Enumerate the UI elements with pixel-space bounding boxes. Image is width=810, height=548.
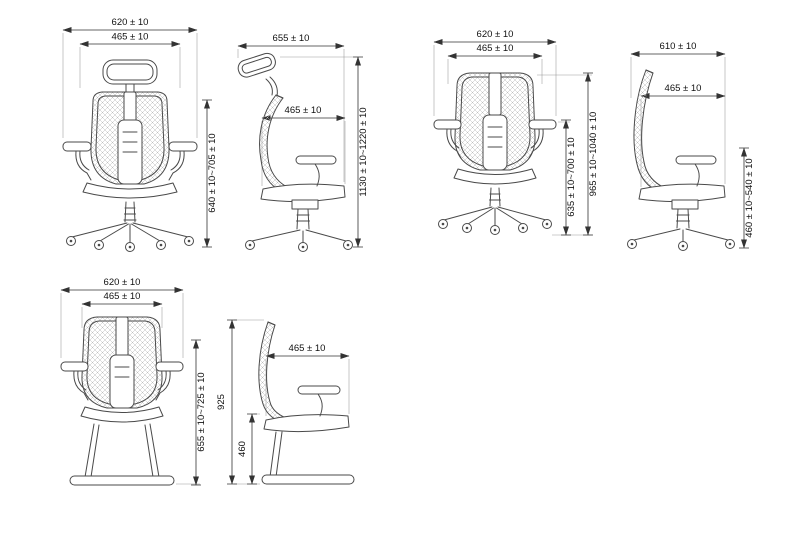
chair2-casters — [245, 240, 353, 252]
chair4-mechanism — [671, 199, 699, 210]
chair5-seat — [80, 406, 164, 423]
chair2-headrest — [237, 52, 278, 97]
chair3-dim-height-total: 965 ± 10~1040 ± 10 — [583, 72, 599, 236]
chair5-armrest-right — [155, 361, 184, 401]
chair4-gas-lift — [676, 208, 690, 229]
chair3-base — [438, 206, 552, 235]
chair1-gas-lift — [123, 201, 137, 223]
dimension-label: 1130 ± 10~1220 ± 10 — [358, 107, 369, 196]
dimension-label: 925 — [216, 394, 227, 410]
chair3-dim-width-outer: 620 ± 10 — [433, 29, 557, 45]
chair2-dim-height: 1130 ± 10~1220 ± 10 — [353, 56, 369, 248]
chair2-base — [245, 229, 353, 252]
chair2-dim-seat-depth: 465 ± 10 — [261, 105, 346, 121]
chair3-lumbar — [482, 114, 508, 171]
chair3-dim-width-inner: 465 ± 10 — [447, 43, 543, 59]
dimension-label: 465 ± 10 — [104, 291, 141, 302]
chair4-dim-seat-height: 460 ± 10~540 ± 10 — [739, 147, 755, 249]
chair1-dim-width-inner: 465 ± 10 — [79, 32, 181, 47]
chair6-dim-seat-height: 460 — [237, 413, 257, 485]
chair6-dim-seat-depth: 465 ± 10 — [265, 343, 350, 359]
chair3-backrest — [454, 72, 536, 171]
dimension-label: 465 ± 10 — [289, 343, 326, 354]
chair4-base — [627, 228, 735, 251]
chair1-backrest — [90, 91, 170, 185]
chair1-headrest — [102, 59, 158, 98]
chair2-mechanism — [291, 199, 319, 210]
chair3-seat — [453, 168, 537, 185]
dimension-label: 465 ± 10 — [477, 43, 514, 54]
chair1-extension-lines — [62, 33, 198, 138]
dimension-label: 460 — [237, 441, 248, 457]
chair6-figure: 465 ± 10 925 460 — [216, 319, 355, 485]
chair2-armrest — [295, 155, 337, 187]
chair5-back-strap — [115, 316, 129, 358]
chair3-armrest-right — [528, 119, 557, 159]
dimension-label: 620 ± 10 — [112, 17, 149, 28]
dimension-label: 460 ± 10~540 ± 10 — [744, 158, 755, 237]
chair5-dim-width-outer: 620 ± 10 — [60, 277, 184, 293]
chair2-figure: 655 ± 10 465 ± 10 1130 ± 10~1220 ± 10 — [237, 33, 369, 252]
chair5-dim-width-inner: 465 ± 10 — [81, 291, 163, 307]
chair1-casters — [66, 236, 194, 252]
chair4-extension-lines — [630, 57, 726, 187]
dimension-label: 635 ± 10~700 ± 10 — [566, 137, 577, 216]
chair4-dim-depth: 610 ± 10 — [630, 41, 726, 57]
dimension-label: 655 ± 10 — [273, 33, 310, 44]
chair6-armrest — [297, 385, 341, 417]
chair3-figure: 620 ± 10 465 ± 10 635 ± 10~700 ± 10 965 … — [433, 29, 599, 236]
chair2-backrest — [259, 94, 288, 192]
chair5-sled-base — [69, 423, 175, 486]
chair1-dim-height: 640 ± 10~705 ± 10 — [202, 99, 218, 248]
dimension-label: 965 ± 10~1040 ± 10 — [588, 112, 599, 197]
chair5-armrest-left — [60, 361, 89, 401]
chair4-figure: 610 ± 10 465 ± 10 460 ± 10~540 ± 10 — [627, 41, 755, 251]
chair6-dim-height-total: 925 — [216, 319, 237, 485]
chair3-armrest-left — [433, 119, 462, 159]
chair2-gas-lift — [296, 208, 310, 230]
chair4-armrest — [675, 155, 717, 187]
chair5-extension-lines — [60, 293, 200, 485]
chair3-dim-height-inner: 635 ± 10~700 ± 10 — [561, 119, 577, 236]
dimension-label: 465 ± 10 — [665, 83, 702, 94]
chair4-dim-seat-depth: 465 ± 10 — [640, 83, 726, 99]
chair2-seat — [260, 183, 346, 203]
dimension-label: 655 ± 10~725 ± 10 — [196, 372, 207, 451]
dimension-label: 620 ± 10 — [104, 277, 141, 288]
chair5-figure: 620 ± 10 465 ± 10 655 ± 10~725 ± 10 — [60, 277, 207, 486]
chair1-base — [66, 222, 194, 252]
chair5-lumbar — [109, 354, 135, 409]
chair1-armrest-right — [168, 141, 198, 181]
chair1-armrest-left — [62, 141, 92, 181]
dimension-label: 620 ± 10 — [477, 29, 514, 40]
dimension-label: 465 ± 10 — [112, 32, 149, 43]
chair1-dim-width-outer: 620 ± 10 — [62, 17, 198, 33]
dimension-label: 465 ± 10 — [285, 105, 322, 116]
chair2-dim-depth: 655 ± 10 — [237, 33, 345, 49]
chair1-figure: 620 ± 10 465 ± 10 640 ± 10~705 ± 10 — [62, 17, 218, 252]
chair5-backrest — [81, 316, 163, 409]
dimension-label: 610 ± 10 — [660, 41, 697, 52]
chair1-back-strap — [123, 91, 137, 123]
dimension-label: 640 ± 10~705 ± 10 — [207, 133, 218, 212]
chair6-cantilever-frame — [261, 431, 355, 485]
chair4-backrest — [633, 69, 664, 192]
chair3-casters — [438, 219, 552, 235]
chair3-back-strap — [488, 72, 502, 116]
chair6-seat — [263, 414, 350, 433]
chair3-gas-lift — [489, 187, 501, 207]
chair1-seat — [82, 182, 178, 199]
chair5-dim-height: 655 ± 10~725 ± 10 — [191, 339, 207, 486]
chair4-casters — [627, 239, 735, 251]
chair6-backrest — [258, 321, 287, 423]
chair4-seat — [638, 183, 726, 203]
